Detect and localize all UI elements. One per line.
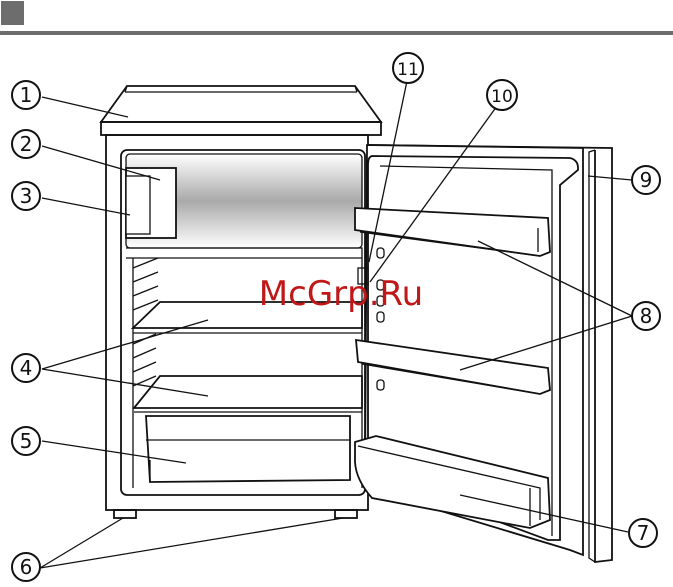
- callout-number: 9: [640, 168, 653, 192]
- callout-7: 7: [629, 519, 657, 547]
- ice-tray: [126, 176, 150, 234]
- callout-1: 1: [12, 81, 40, 109]
- callout-6: 6: [12, 553, 40, 581]
- callout-9: 9: [632, 166, 660, 194]
- callout-number: 8: [640, 304, 653, 328]
- callout-number: 5: [20, 429, 33, 453]
- callout-number: 2: [20, 132, 33, 156]
- callout-5: 5: [12, 427, 40, 455]
- callout-number: 4: [20, 356, 33, 380]
- door: [355, 145, 612, 562]
- callout-number: 11: [397, 60, 419, 80]
- header-square: [1, 1, 24, 25]
- foot-left: [114, 510, 136, 518]
- callout-number: 10: [491, 87, 513, 107]
- callout-3: 3: [12, 182, 40, 210]
- callout-2: 2: [12, 130, 40, 158]
- lower-shelf: [134, 376, 362, 408]
- callout-number: 7: [637, 521, 650, 545]
- callout-8: 8: [632, 302, 660, 330]
- callout-11: 11: [393, 53, 423, 83]
- header-rule: [0, 31, 673, 35]
- worktop-front: [101, 122, 381, 135]
- watermark-text: McGrp.Ru: [259, 274, 423, 314]
- callout-number: 6: [20, 555, 33, 579]
- callout-4: 4: [12, 354, 40, 382]
- foot-right: [335, 510, 357, 518]
- callout-number: 1: [20, 83, 33, 107]
- callout-10: 10: [487, 80, 517, 110]
- callout-number: 3: [20, 184, 33, 208]
- crisper-drawer: [146, 416, 350, 482]
